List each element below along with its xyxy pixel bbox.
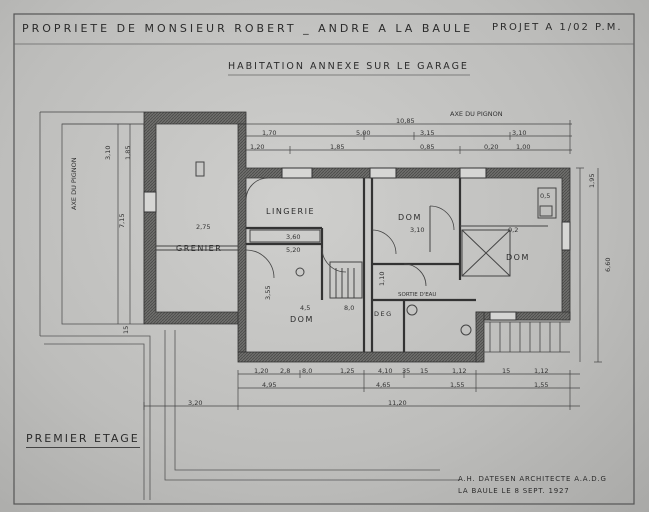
dim-bottom-2: 2,8 <box>280 367 291 375</box>
room-grenier: GRENIER <box>176 244 223 253</box>
owner-title: PROPRIETE DE MONSIEUR ROBERT _ ANDRE A L… <box>22 22 474 35</box>
dim-overall-left: 3,20 <box>188 399 203 407</box>
dim-bottom-11: 4,95 <box>262 381 277 389</box>
dim-top-4: 3,10 <box>512 129 527 137</box>
dim-top-3: 3,15 <box>420 129 435 137</box>
dim-bottom-13: 1,55 <box>450 381 465 389</box>
door-swings <box>245 177 455 287</box>
thin-partitions <box>156 161 557 336</box>
dim-int-7: 3,55 <box>264 285 272 300</box>
project-title: PROJET A 1/02 P.M. <box>492 22 623 33</box>
dim-int-5: 0,2 <box>508 226 519 234</box>
dim-bottom-8: 1,12 <box>452 367 467 375</box>
dim-left-1: 3,10 <box>104 145 112 160</box>
architect-signature: A.H. DATESEN ARCHITECTE A.A.D.G <box>458 475 607 483</box>
dim-bottom-14: 1,55 <box>534 381 549 389</box>
dim-top-6: 1,85 <box>330 143 345 151</box>
axis-label: AXE DU PIGNON <box>450 110 503 118</box>
dim-left-3: 7,15 <box>118 213 126 228</box>
place-date: LA BAULE LE 8 SEPT. 1927 <box>458 487 570 495</box>
dim-bottom-10: 1,12 <box>534 367 549 375</box>
dim-right-2: 6,60 <box>604 257 612 272</box>
dim-bottom-7: 15 <box>420 367 429 375</box>
dim-int-6: 5,20 <box>286 246 301 254</box>
interior-partitions <box>246 178 476 352</box>
dim-right-1: 1,95 <box>588 173 596 188</box>
dim-overall-main: 11,20 <box>388 399 407 407</box>
dim-int-1: 0,5 <box>540 192 551 200</box>
windows <box>143 167 571 321</box>
dim-top-overall: 10,85 <box>396 117 415 125</box>
dim-top-5: 1,20 <box>250 143 265 151</box>
dim-bottom-6: 35 <box>402 367 411 375</box>
room-dom-bottom: DOM <box>290 315 314 324</box>
dim-left-2: 1,85 <box>124 145 132 160</box>
outer-walls <box>143 111 571 363</box>
dim-bottom-1: 1,20 <box>254 367 269 375</box>
dim-int-3: 2,75 <box>196 223 211 231</box>
stair-treads <box>484 321 570 353</box>
dim-top-7: 0,85 <box>420 143 435 151</box>
dimension-lines <box>39 111 599 407</box>
dim-bottom-12: 4,65 <box>376 381 391 389</box>
room-water: SORTIE D'EAU <box>398 292 437 298</box>
dim-int-2: 3,60 <box>286 233 301 241</box>
dim-int-10: 1,10 <box>378 271 386 286</box>
dim-int-8: 4,5 <box>300 304 311 312</box>
dim-top-2: 5,00 <box>356 129 371 137</box>
room-dom-right: DOM <box>506 253 530 262</box>
room-lingerie: LINGERIE <box>266 207 316 216</box>
dim-top-8: 0,20 <box>484 143 499 151</box>
room-dom-top: DOM <box>398 213 422 222</box>
dim-bottom-5: 4,10 <box>378 367 393 375</box>
dim-bottom-3: 8,0 <box>302 367 313 375</box>
room-deg: DEG <box>374 310 393 318</box>
dim-bottom-4: 1,25 <box>340 367 355 375</box>
dim-top-9: 1,00 <box>516 143 531 151</box>
plan-subtitle: HABITATION ANNEXE SUR LE GARAGE <box>228 61 469 72</box>
dim-int-4: 3,10 <box>410 226 425 234</box>
dim-bottom-9: 15 <box>502 367 511 375</box>
axis-label-left: AXE DU PIGNON <box>70 157 78 210</box>
sheet-border <box>13 13 635 505</box>
dimension-ticks <box>143 120 602 410</box>
floor-level-label: PREMIER ETAGE <box>26 432 140 448</box>
dim-left-4: 15 <box>122 325 130 334</box>
dim-top-1: 1,70 <box>262 129 277 137</box>
dim-int-9: 8,0 <box>344 304 355 312</box>
